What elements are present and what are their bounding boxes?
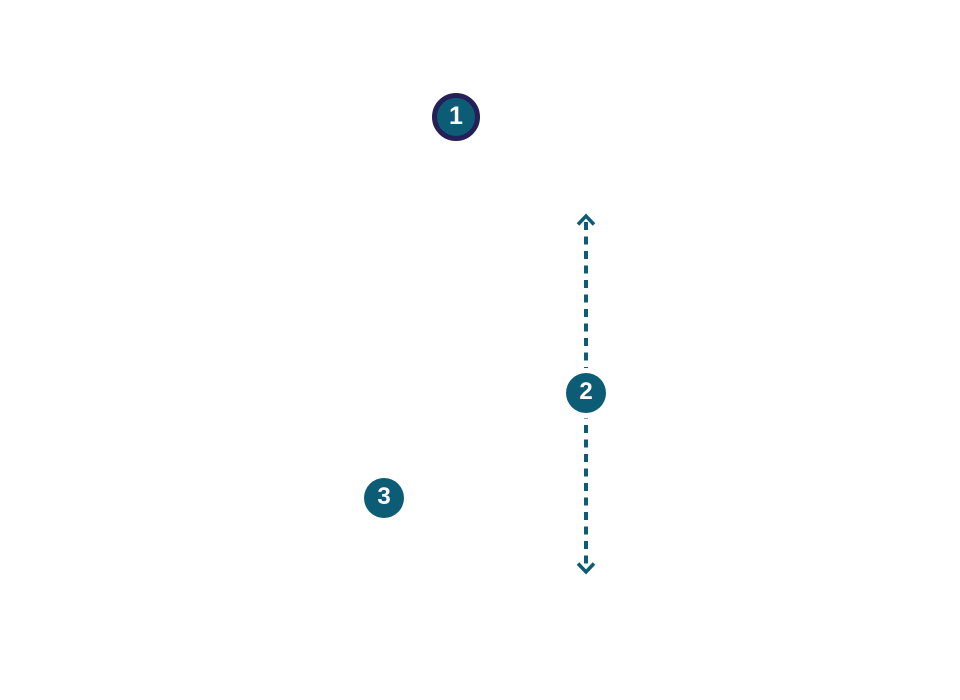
arrowhead-down-icon [576, 562, 596, 575]
step-marker-1-label: 1 [449, 101, 463, 130]
step-marker-3-label: 3 [377, 483, 391, 510]
step-marker-3: 3 [364, 478, 404, 518]
step-marker-1: 1 [432, 93, 480, 141]
arrowhead-up-icon [576, 213, 596, 226]
step-marker-2-label: 2 [579, 378, 593, 405]
step-marker-2: 2 [566, 373, 606, 413]
